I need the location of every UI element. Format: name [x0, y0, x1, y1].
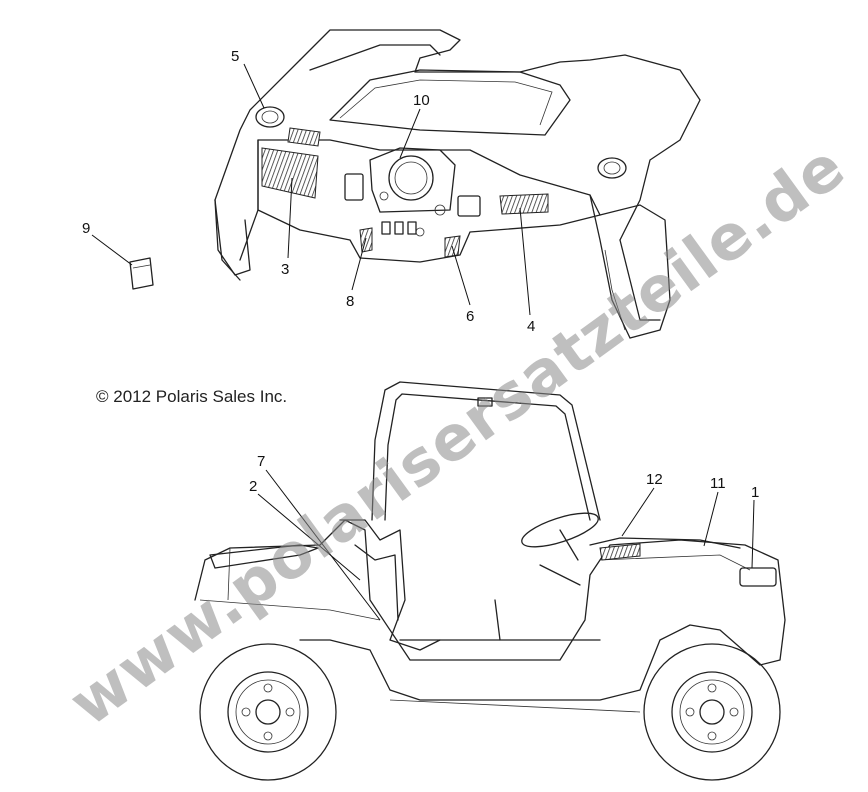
callout-6: 6: [466, 308, 474, 325]
callout-2: 2: [249, 478, 257, 495]
callout-12: 12: [646, 471, 663, 488]
vehicle-side-view: [194, 381, 786, 781]
callout-11: 11: [710, 475, 726, 492]
callout-7: 7: [257, 453, 265, 470]
callout-3: 3: [281, 261, 289, 278]
callout-4: 4: [527, 318, 535, 335]
callout-1: 1: [751, 484, 759, 501]
dashboard-assembly: [129, 29, 701, 339]
leader-lines: [91, 63, 755, 621]
callout-10: 10: [413, 92, 430, 109]
callout-8: 8: [346, 293, 354, 310]
callout-5: 5: [231, 48, 239, 65]
front-wheel: [643, 643, 781, 781]
callouts: 5 10 9 3 8 6 4 7 2 12 11 1: [82, 48, 759, 501]
copyright-text: © 2012 Polaris Sales Inc.: [96, 387, 287, 406]
callout-9: 9: [82, 220, 90, 237]
rear-wheel: [199, 643, 337, 781]
